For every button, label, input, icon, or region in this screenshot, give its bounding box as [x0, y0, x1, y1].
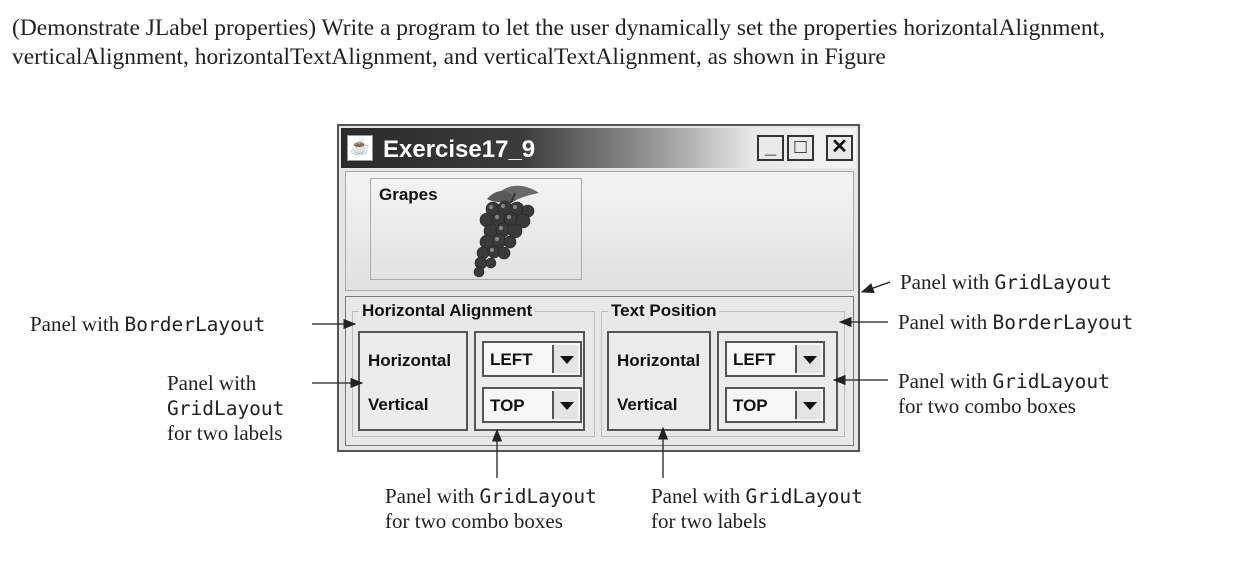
- vertical-text-position-value: TOP: [733, 396, 768, 415]
- chevron-down-icon[interactable]: [552, 345, 578, 373]
- horizontal-alignment-value: LEFT: [490, 350, 533, 369]
- maximize-button[interactable]: □: [787, 135, 814, 161]
- text-horizontal-label: Horizontal: [617, 351, 701, 370]
- annotation-border-left: Panel with BorderLayout: [30, 312, 266, 336]
- horizontal-alignment-combo[interactable]: LEFT: [482, 341, 582, 377]
- horizontal-text-position-value: LEFT: [733, 350, 776, 369]
- chevron-down-icon[interactable]: [552, 391, 578, 419]
- alignment-vertical-label: Vertical: [368, 395, 429, 414]
- annotation-grid-labels-bottom: Panel with GridLayout for two labels: [651, 484, 863, 533]
- application-window: ☕ Exercise17_9 _ □ ✕ Grapes: [337, 124, 860, 452]
- annotation-grid-labels-left: Panel with GridLayout for two labels: [167, 371, 285, 445]
- java-cup-icon: ☕: [347, 135, 373, 161]
- vertical-alignment-value: TOP: [490, 396, 525, 415]
- text-position-group: Text Position Horizontal Vertical LEFT T…: [601, 301, 845, 437]
- arrow-grid-top: [860, 281, 891, 293]
- annotation-border-right: Panel with BorderLayout: [898, 310, 1134, 334]
- title-bar: ☕ Exercise17_9 _ □ ✕: [341, 128, 856, 168]
- grapes-image: [473, 185, 539, 278]
- window-title: Exercise17_9: [383, 136, 536, 163]
- chevron-down-icon[interactable]: [795, 345, 821, 373]
- minimize-button[interactable]: _: [757, 135, 784, 161]
- display-panel: Grapes: [345, 171, 854, 291]
- chevron-down-icon[interactable]: [795, 391, 821, 419]
- vertical-text-position-combo[interactable]: TOP: [725, 387, 825, 423]
- text-vertical-label: Vertical: [617, 395, 678, 414]
- text-position-labels-panel: Horizontal Vertical: [607, 331, 711, 431]
- annotation-grid-combos-bottom: Panel with GridLayout for two combo boxe…: [385, 484, 597, 533]
- problem-statement: (Demonstrate JLabel properties) Write a …: [12, 15, 1105, 70]
- jlabel-display: Grapes: [370, 178, 582, 280]
- annotation-grid-top: Panel with GridLayout: [900, 270, 1112, 294]
- grapes-label-text: Grapes: [379, 185, 438, 204]
- alignment-group-title: Horizontal Alignment: [359, 301, 536, 321]
- alignment-horizontal-label: Horizontal: [368, 351, 452, 370]
- text-position-combos-panel: LEFT TOP: [717, 331, 838, 431]
- annotation-grid-combos-right: Panel with GridLayout for two combo boxe…: [898, 369, 1110, 418]
- horizontal-text-position-combo[interactable]: LEFT: [725, 341, 825, 377]
- close-button[interactable]: ✕: [826, 135, 853, 161]
- alignment-labels-panel: Horizontal Vertical: [358, 331, 468, 431]
- controls-panel: Horizontal Alignment Horizontal Vertical…: [345, 296, 854, 446]
- alignment-combos-panel: LEFT TOP: [474, 331, 585, 431]
- vertical-alignment-combo[interactable]: TOP: [482, 387, 582, 423]
- text-position-group-title: Text Position: [608, 301, 720, 321]
- alignment-group: Horizontal Alignment Horizontal Vertical…: [352, 301, 595, 437]
